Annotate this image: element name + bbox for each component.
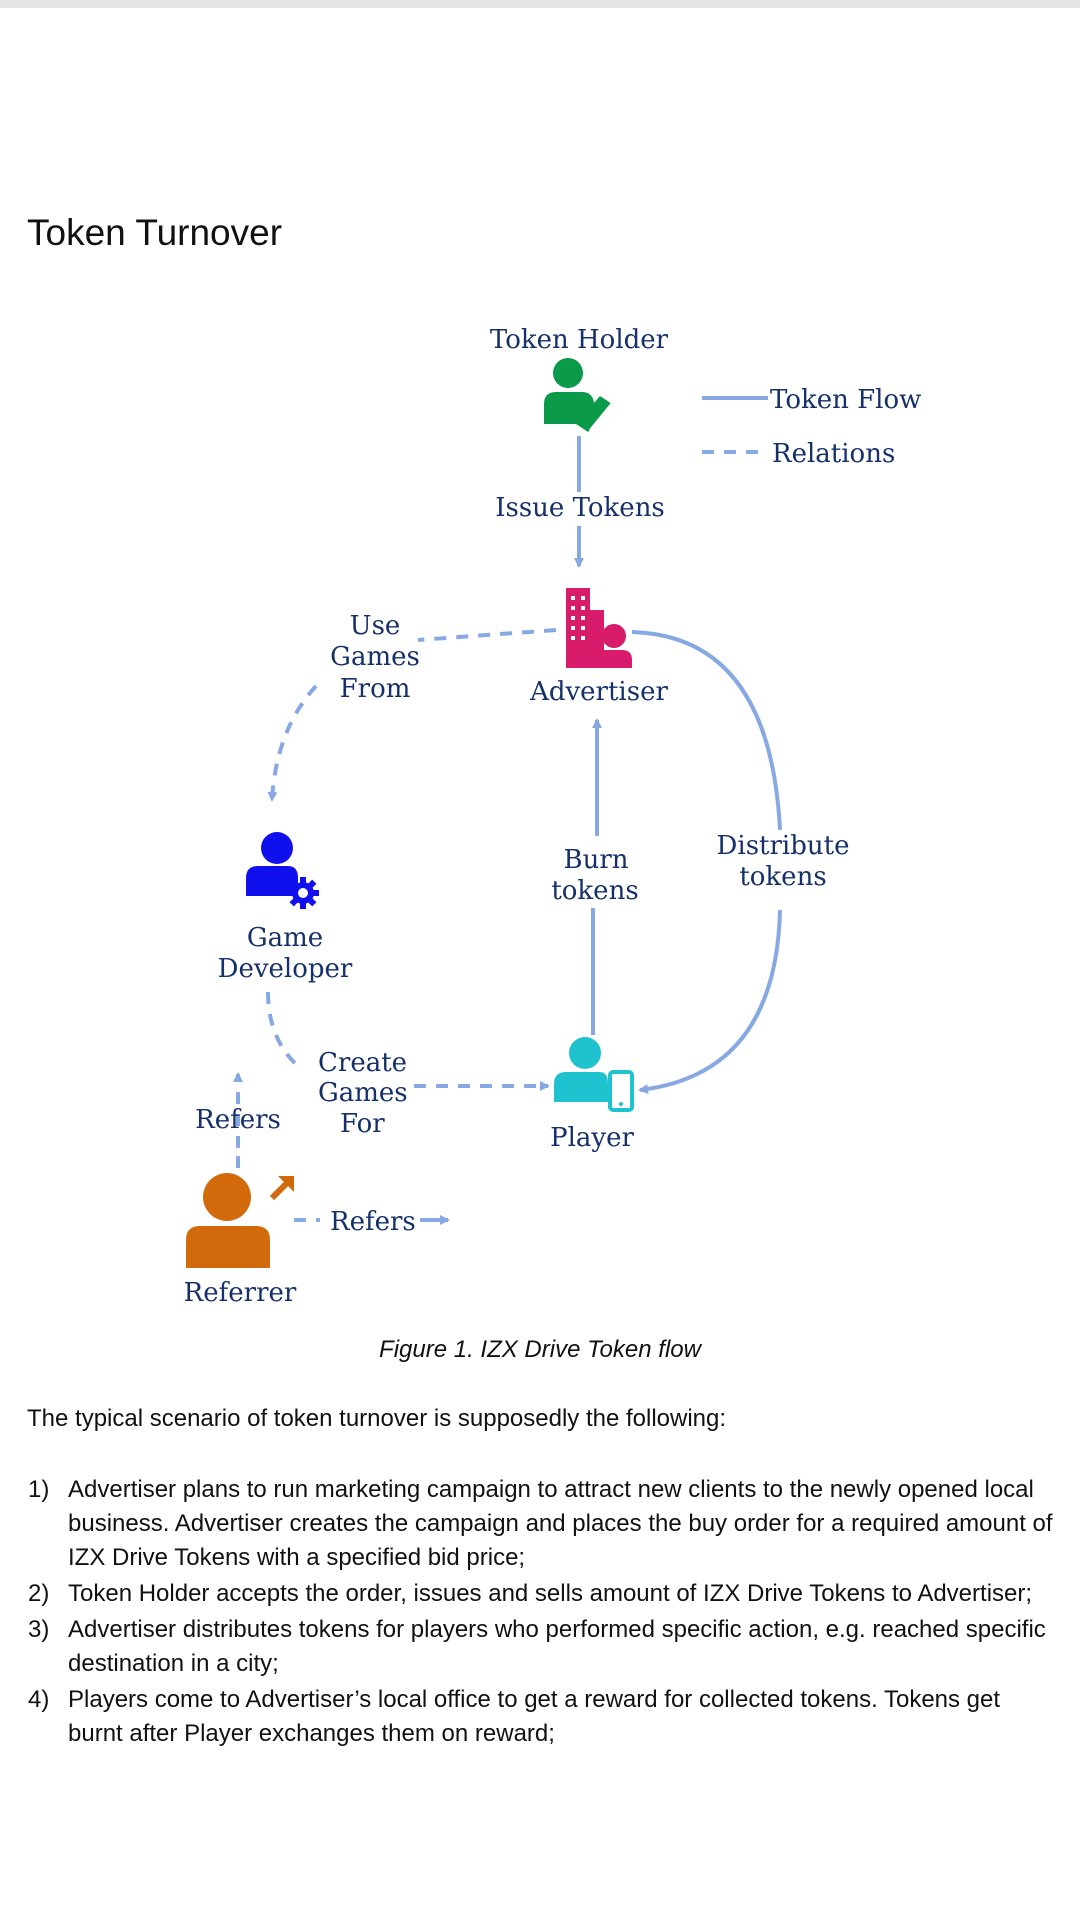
token-holder-label: Token Holder: [490, 325, 669, 355]
edge-refers-up-label: Refers: [195, 1105, 281, 1135]
intro-paragraph: The typical scenario of token turnover i…: [27, 1405, 727, 1432]
edge-distribute-tokens-arrow: [638, 909, 782, 1095]
scenario-step: 4) Players come to Advertiser’s local off…: [28, 1683, 1058, 1751]
step-number: 3): [28, 1616, 50, 1643]
edge-use-games-from-label-1: Use: [350, 611, 401, 641]
edge-create-games-for-label-3: For: [340, 1109, 385, 1139]
scenario-steps-list: 1) Advertiser plans to run marketing camp…: [28, 1473, 1058, 1753]
edge-burn-tokens-label-2: tokens: [551, 876, 638, 906]
legend-token-flow-label: Token Flow: [770, 385, 921, 415]
edge-use-games-from-arrow: [267, 684, 318, 802]
step-number: 1): [28, 1476, 50, 1503]
edge-distribute-tokens-label-2: tokens: [739, 862, 826, 892]
top-bar: [0, 0, 1080, 8]
step-number: 4): [28, 1686, 50, 1713]
edge-create-games-for-line-left: [266, 991, 302, 1070]
edge-create-games-for-label-2: Games: [318, 1078, 408, 1108]
player-label: Player: [550, 1123, 634, 1153]
edge-refers-right-label: Refers: [330, 1207, 416, 1237]
game-developer-icon: [246, 832, 319, 909]
game-developer-label-1: Game: [247, 923, 323, 953]
edge-use-games-from-line-top: [417, 628, 557, 642]
referrer-label: Referrer: [184, 1278, 297, 1308]
section-title: Token Turnover: [27, 212, 283, 253]
token-holder-icon: [544, 358, 613, 432]
scenario-step: 1) Advertiser plans to run marketing camp…: [28, 1473, 1058, 1575]
edge-use-games-from-label-3: From: [340, 674, 411, 704]
step-text: Token Holder accepts the order, issues a…: [68, 1580, 1033, 1607]
legend-relations-label: Relations: [772, 439, 895, 469]
edge-distribute-tokens-label-1: Distribute: [717, 831, 850, 861]
advertiser-icon: [566, 588, 632, 668]
advertiser-label: Advertiser: [529, 677, 668, 707]
scenario-step: 2) Token Holder accepts the order, issues…: [28, 1577, 1058, 1611]
step-number: 2): [28, 1580, 50, 1607]
game-developer-label-2: Developer: [218, 954, 353, 984]
token-flow-diagram: Token Flow Relations Token Holder Issue …: [184, 325, 922, 1308]
edge-create-games-for-label-1: Create: [318, 1048, 407, 1078]
step-text: Advertiser plans to run marketing campai…: [68, 1476, 1053, 1571]
edge-burn-tokens-label-1: Burn: [563, 845, 628, 875]
step-text: Advertiser distributes tokens for player…: [68, 1616, 1046, 1677]
referrer-icon: [186, 1173, 294, 1268]
step-text: Players come to Advertiser’s local offic…: [68, 1686, 1001, 1747]
edge-distribute-tokens-line-top: [631, 630, 782, 831]
edge-use-games-from-label-2: Games: [330, 642, 420, 672]
edge-issue-tokens-label: Issue Tokens: [495, 493, 665, 523]
player-icon: [554, 1037, 634, 1112]
figure-caption: Figure 1. IZX Drive Token flow: [379, 1336, 701, 1363]
scenario-step: 3) Advertiser distributes tokens for play…: [28, 1613, 1058, 1681]
